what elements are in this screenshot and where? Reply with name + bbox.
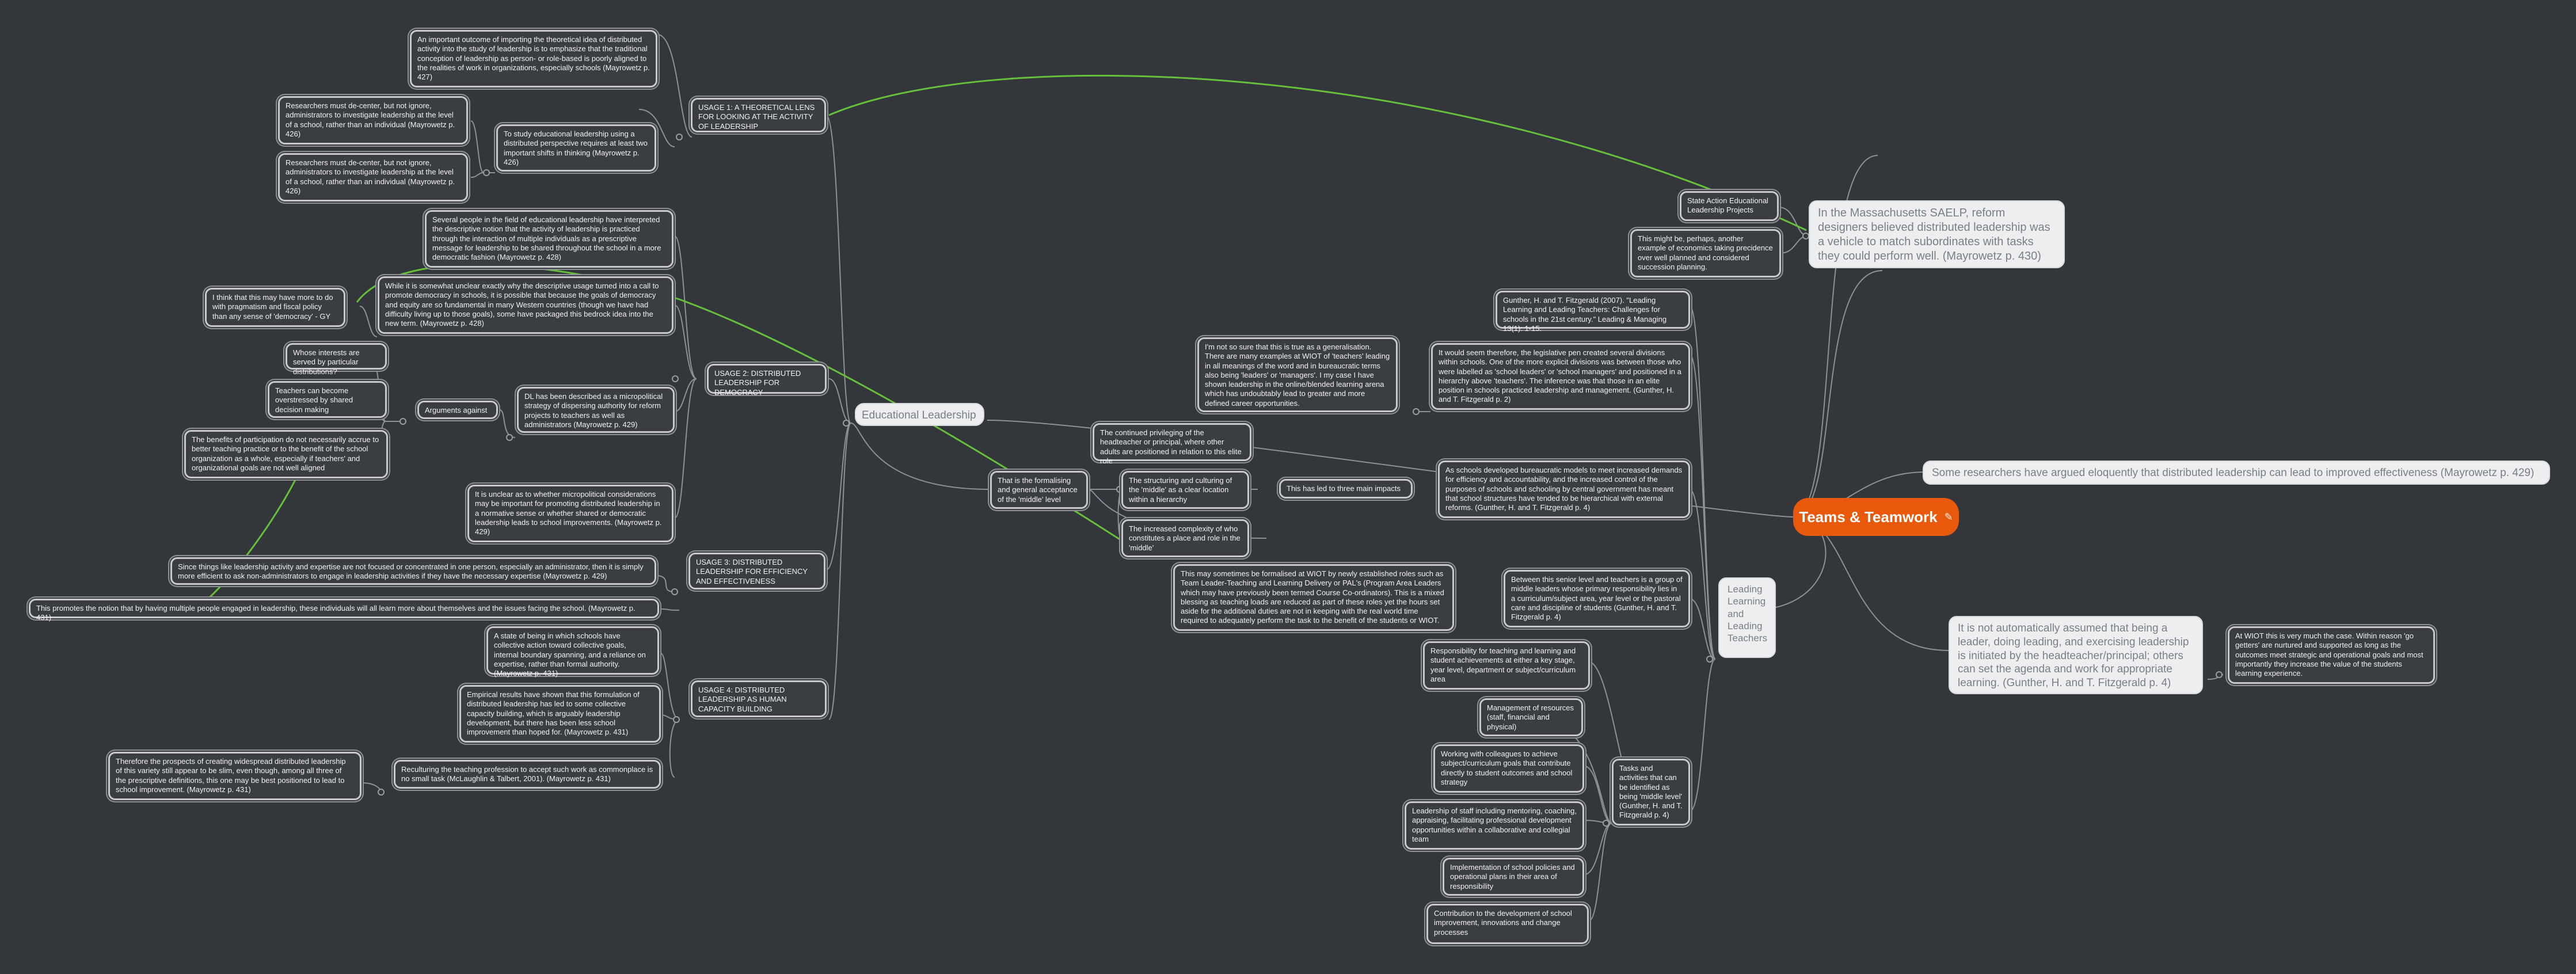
node-benefits[interactable]: The benefits of participation do not nec… (184, 430, 388, 478)
node-bureaucratic[interactable]: As schools developed bureaucratic models… (1438, 461, 1690, 518)
node-perhaps-economics[interactable]: This might be, perhaps, another example … (1630, 229, 1781, 277)
node-unclear-micropolitical[interactable]: It is unclear as to whether micropolitic… (467, 485, 674, 542)
node-not-so-sure[interactable]: I'm not so sure that this is true as a g… (1197, 337, 1398, 412)
node-empirical-results[interactable]: Empirical results have shown that this f… (459, 685, 661, 743)
node-usage-2[interactable]: USAGE 2: DISTRIBUTED LEADERSHIP FOR DEMO… (707, 364, 827, 397)
node-wiot-muchcase[interactable]: At WIOT this is very much the case. With… (2228, 626, 2435, 684)
node-contribution[interactable]: Contribution to the development of schoo… (1426, 904, 1589, 944)
branch-not-assumed[interactable]: It is not automatically assumed that bei… (1949, 616, 2203, 694)
node-formalised-wiot[interactable]: This may sometimes be formalised at WIOT… (1173, 564, 1454, 631)
node-teachers-overstressed[interactable]: Teachers can become overstressed by shar… (268, 381, 387, 418)
node-dl-described[interactable]: DL has been described as a micropolitica… (517, 387, 675, 433)
node-state-of-being[interactable]: A state of being in which schools have c… (486, 626, 659, 678)
node-pragmatism[interactable]: I think that this may have more to do wi… (205, 288, 345, 327)
branch-educational-leadership[interactable]: Educational Leadership (855, 403, 984, 426)
node-usage-1[interactable]: USAGE 1: A THEORETICAL LENS FOR LOOKING … (691, 98, 826, 132)
node-three-impacts[interactable]: This has led to three main impacts (1279, 479, 1413, 499)
node-management-resources[interactable]: Management of resources (staff, financia… (1479, 698, 1583, 736)
node-usage-3[interactable]: USAGE 3: DISTRIBUTED LEADERSHIP FOR EFFI… (688, 553, 825, 589)
root-topic-label: Teams & Teamwork (1799, 508, 1938, 526)
node-increased-complexity[interactable]: The increased complexity of who constitu… (1121, 519, 1249, 557)
node-whose-interests[interactable]: Whose interests are served by particular… (286, 343, 387, 376)
branch-researchers-argued[interactable]: Some researchers have argued eloquently … (1923, 461, 2550, 485)
node-usage-4[interactable]: USAGE 4: DISTRIBUTED LEADERSHIP AS HUMAN… (691, 680, 827, 717)
node-between-senior[interactable]: Between this senior level and teachers i… (1504, 570, 1690, 627)
node-legislative[interactable]: It would seem therefore, the legislative… (1431, 343, 1690, 410)
node-leadership-staff[interactable]: Leadership of staff including mentoring,… (1405, 801, 1584, 850)
node-therefore-prospects[interactable]: Therefore the prospects of creating wide… (108, 752, 362, 800)
node-reculturing[interactable]: Reculturing the teaching profession to a… (394, 760, 661, 789)
root-topic[interactable]: Teams & Teamwork ✎ (1793, 498, 1959, 536)
node-researchers-decenter-2[interactable]: Researchers must de-center, but not igno… (278, 153, 468, 201)
node-since-things[interactable]: Since things like leadership activity an… (170, 557, 656, 585)
node-implementation[interactable]: Implementation of school policies and op… (1443, 858, 1584, 896)
pencil-icon[interactable]: ✎ (1944, 511, 1953, 523)
branch-leading-teachers[interactable]: Leading Learning and Leading Teachers (1718, 577, 1776, 658)
node-important-outcome[interactable]: An important outcome of importing the th… (410, 30, 657, 87)
node-arguments-against[interactable]: Arguments against (417, 401, 498, 419)
node-responsibility[interactable]: Responsibility for teaching and learning… (1423, 641, 1590, 690)
branch-saelp[interactable]: In the Massachusetts SAELP, reform desig… (1809, 200, 2065, 268)
node-to-study[interactable]: To study educational leadership using a … (496, 124, 656, 172)
node-while-it-is[interactable]: While it is somewhat unclear exactly why… (378, 276, 674, 334)
node-researchers-decenter-1[interactable]: Researchers must de-center, but not igno… (278, 96, 468, 144)
node-structuring[interactable]: The structuring and culturing of the 'mi… (1121, 471, 1249, 509)
node-several-people[interactable]: Several people in the field of education… (425, 210, 674, 268)
node-working-colleagues[interactable]: Working with colleagues to achieve subje… (1433, 744, 1584, 793)
node-state-action[interactable]: State Action Educational Leadership Proj… (1680, 191, 1779, 221)
node-tasks-activities[interactable]: Tasks and activities that can be identif… (1612, 759, 1690, 825)
node-promotes-notion[interactable]: This promotes the notion that by having … (29, 599, 659, 622)
node-continued-privileging[interactable]: The continued privileging of the headtea… (1093, 423, 1251, 465)
node-gunther-ref[interactable]: Gunther, H. and T. Fitzgerald (2007). "L… (1496, 291, 1690, 333)
node-formalising[interactable]: That is the formalising and general acce… (990, 471, 1088, 509)
